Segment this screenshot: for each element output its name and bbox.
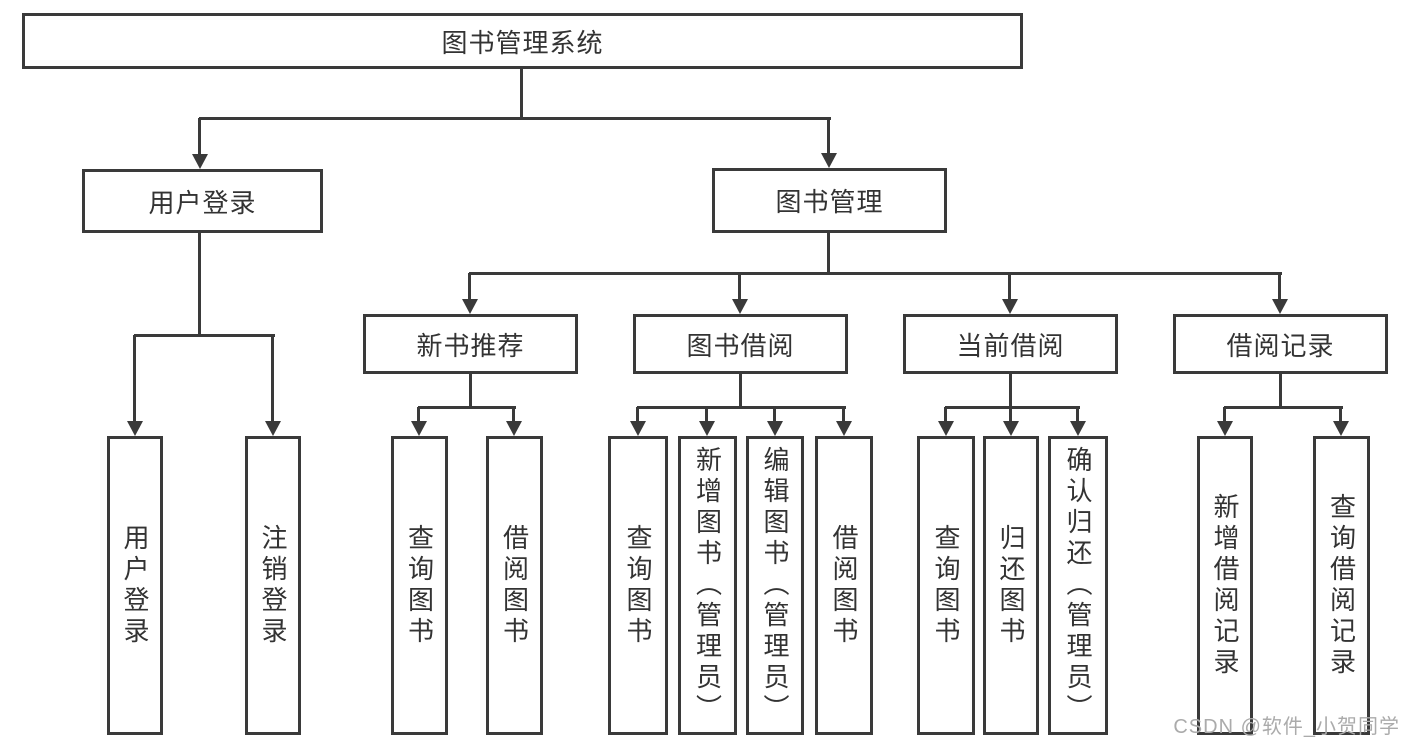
node-new-book-recommend: 新书推荐 bbox=[363, 314, 578, 374]
arrow-down-icon bbox=[699, 407, 715, 436]
connector-vline bbox=[198, 233, 201, 337]
arrow-down-icon bbox=[836, 407, 852, 436]
csdn-watermark: CSDN @软件_小贺同学 bbox=[1173, 716, 1400, 738]
connector-vline bbox=[520, 69, 523, 119]
node-book-borrow: 图书借阅 bbox=[633, 314, 848, 374]
connector-hline bbox=[469, 272, 1282, 275]
connector-hline bbox=[418, 406, 516, 409]
arrow-down-icon bbox=[192, 118, 208, 169]
leaf-br-query-record: 查询借阅记录 bbox=[1313, 436, 1370, 735]
arrow-down-icon bbox=[462, 273, 478, 314]
leaf-label: 归还图书 bbox=[996, 523, 1026, 648]
connector-vline bbox=[739, 374, 742, 409]
arrow-down-icon bbox=[732, 273, 748, 314]
node-current-borrow: 当前借阅 bbox=[903, 314, 1118, 374]
leaf-label: 用户登录 bbox=[120, 523, 150, 648]
leaf-user-login: 用户登录 bbox=[107, 436, 163, 735]
leaf-label: 查询图书 bbox=[404, 523, 435, 648]
leaf-label: 查询图书 bbox=[931, 523, 961, 648]
leaf-label: 确认归还（管理员） bbox=[1063, 446, 1093, 725]
leaf-cb-confirm-return-admin: 确认归还（管理员） bbox=[1048, 436, 1108, 735]
connector-vline bbox=[469, 374, 472, 409]
arrow-down-icon bbox=[506, 407, 522, 436]
connector-hline bbox=[134, 334, 275, 337]
leaf-label: 新增借阅记录 bbox=[1210, 492, 1240, 679]
connector-vline bbox=[827, 233, 830, 275]
arrow-down-icon bbox=[1070, 407, 1086, 436]
connector-hline bbox=[1224, 406, 1343, 409]
leaf-nb-borrow-books: 借阅图书 bbox=[486, 436, 543, 735]
node-borrow-records: 借阅记录 bbox=[1173, 314, 1388, 374]
leaf-label: 借阅图书 bbox=[499, 523, 530, 648]
node-library-system: 图书管理系统 bbox=[22, 13, 1023, 69]
leaf-cb-return-books: 归还图书 bbox=[983, 436, 1039, 735]
arrow-down-icon bbox=[1003, 407, 1019, 436]
arrow-down-icon bbox=[1217, 407, 1233, 436]
arrow-down-icon bbox=[127, 335, 143, 436]
leaf-label: 借阅图书 bbox=[829, 523, 859, 648]
leaf-br-add-record: 新增借阅记录 bbox=[1197, 436, 1253, 735]
leaf-label: 查询图书 bbox=[623, 523, 653, 648]
leaf-label: 新增图书（管理员） bbox=[692, 446, 723, 725]
node-book-management: 图书管理 bbox=[712, 168, 947, 233]
connector-vline bbox=[1009, 374, 1012, 409]
leaf-cb-query-books: 查询图书 bbox=[917, 436, 975, 735]
leaf-nb-query-books: 查询图书 bbox=[391, 436, 448, 735]
leaf-logout: 注销登录 bbox=[245, 436, 301, 735]
arrow-down-icon bbox=[767, 407, 783, 436]
arrow-down-icon bbox=[411, 407, 427, 436]
leaf-label: 注销登录 bbox=[258, 523, 288, 648]
connector-hline bbox=[637, 406, 846, 409]
leaf-label: 编辑图书（管理员） bbox=[760, 446, 790, 725]
connector-vline bbox=[1279, 374, 1282, 409]
leaf-bb-borrow-books: 借阅图书 bbox=[815, 436, 873, 735]
arrow-down-icon bbox=[630, 407, 646, 436]
leaf-bb-edit-books-admin: 编辑图书（管理员） bbox=[746, 436, 804, 735]
arrow-down-icon bbox=[1002, 273, 1018, 314]
node-user-login: 用户登录 bbox=[82, 169, 323, 233]
leaf-bb-query-books: 查询图书 bbox=[608, 436, 668, 735]
arrow-down-icon bbox=[821, 118, 837, 168]
leaf-bb-add-books-admin: 新增图书（管理员） bbox=[678, 436, 737, 735]
arrow-down-icon bbox=[1333, 407, 1349, 436]
arrow-down-icon bbox=[938, 407, 954, 436]
arrow-down-icon bbox=[1272, 273, 1288, 314]
connector-hline bbox=[199, 117, 831, 120]
leaf-label: 查询借阅记录 bbox=[1326, 492, 1357, 679]
connector-hline bbox=[945, 406, 1080, 409]
arrow-down-icon bbox=[265, 335, 281, 436]
